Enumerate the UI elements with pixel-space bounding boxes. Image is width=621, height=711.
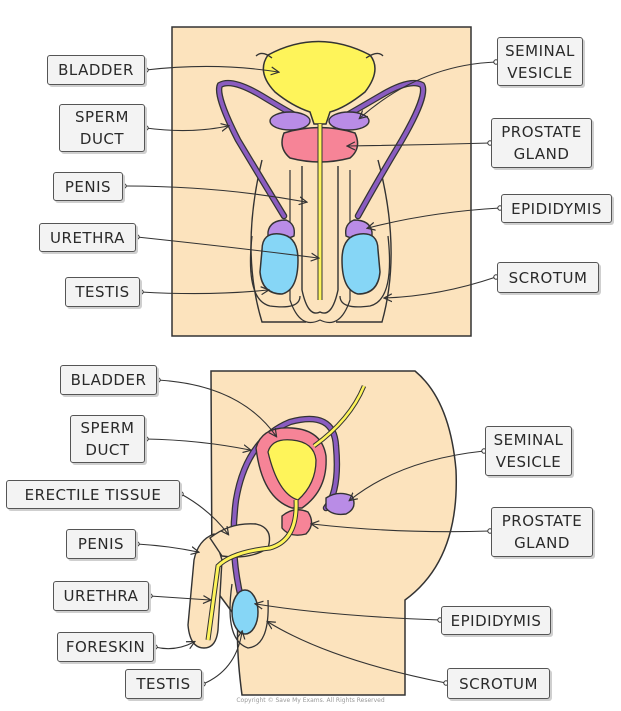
front-bladder-horn-right: [365, 52, 384, 59]
front-leader-bladder: [145, 65, 278, 72]
front-label-bladder: BLADDER: [47, 55, 145, 85]
front-label-penis: PENIS: [53, 172, 123, 201]
side-label-sperm-duct: SPERM DUCT: [70, 415, 145, 463]
side-urethra-fill: [206, 499, 298, 641]
side-label-penis: PENIS: [66, 529, 136, 559]
front-label-prostate-gland: PROSTATE GLAND: [491, 118, 592, 168]
side-leader-urethra: [149, 596, 210, 600]
side-label-foreskin: FORESKIN: [57, 632, 154, 662]
side-label-erectile-tissue: ERECTILE TISSUE: [6, 480, 180, 509]
side-bladder: [267, 439, 317, 501]
front-leader-testis: [140, 290, 268, 294]
front-label-scrotum: SCROTUM: [497, 262, 599, 293]
side-leader-scrotum: [268, 622, 447, 684]
side-label-prostate-gland: PROSTATE GLAND: [491, 507, 593, 557]
side-label-epididymis: EPIDIDYMIS: [441, 606, 551, 635]
front-leader-scrotum: [385, 276, 497, 298]
front-bladder: [262, 40, 376, 125]
side-seminal-vesicle: [325, 492, 355, 516]
side-leader-epididymis: [256, 604, 441, 621]
front-label-testis: TESTIS: [65, 277, 140, 307]
front-leader-seminal-vesicle: [360, 61, 497, 118]
front-leader-prostate: [348, 143, 491, 146]
front-leg-outline-right: [336, 159, 392, 323]
side-leader-foreskin: [154, 642, 194, 650]
side-leader-sperm-duct: [145, 438, 250, 450]
front-penis: [301, 166, 339, 314]
front-leader-sperm-duct: [145, 126, 228, 131]
side-testis: [231, 589, 259, 635]
side-label-seminal-vesicle: SEMINAL VESICLE: [485, 426, 572, 476]
front-label-epididymis: EPIDIDYMIS: [501, 194, 612, 223]
front-scrotum-outline: [249, 235, 391, 308]
side-label-bladder: BLADDER: [60, 365, 157, 395]
side-label-testis: TESTIS: [125, 669, 202, 699]
front-label-urethra: URETHRA: [39, 223, 136, 252]
front-view: [121, 26, 503, 337]
side-ureter-fill: [313, 385, 366, 448]
side-leader-seminal-vesicle: [350, 450, 485, 500]
side-leader-lines: [136, 379, 491, 685]
front-testis-left: [259, 233, 299, 295]
front-inner-outline: [289, 170, 351, 324]
side-view: [134, 370, 493, 696]
front-sperm-duct-left-fill: [217, 81, 302, 218]
side-leader-erectile-tissue: [180, 493, 228, 534]
copyright-notice: Copyright © Save My Exams. All Rights Re…: [236, 697, 385, 704]
front-label-sperm-duct: SPERM DUCT: [59, 104, 145, 152]
side-leader-testis: [202, 632, 242, 685]
side-label-scrotum: SCROTUM: [447, 668, 550, 699]
side-leader-penis: [136, 543, 198, 552]
front-leader-epididymis: [368, 207, 501, 228]
front-seminal-vesicle-left: [269, 111, 311, 131]
front-sperm-duct-right-fill: [340, 81, 425, 218]
front-leader-penis: [123, 185, 306, 202]
front-leader-urethra: [136, 236, 318, 258]
side-label-urethra: URETHRA: [53, 581, 149, 611]
side-leader-bladder: [157, 379, 276, 436]
front-bladder-horn-left: [255, 52, 273, 59]
front-testis-right: [341, 233, 381, 295]
front-leader-lines: [123, 61, 501, 298]
front-label-seminal-vesicle: SEMINAL VESICLE: [497, 37, 583, 86]
side-leader-prostate: [312, 524, 491, 533]
